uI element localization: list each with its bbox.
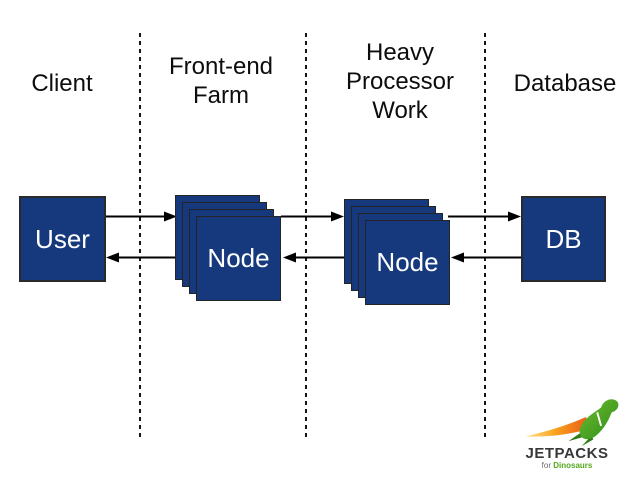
logo-subtitle: for Dinosaurs [503,461,631,470]
jetpack-dinosaur-icon [525,399,619,447]
frontend-node-stack: Node [175,195,285,305]
logo-subtitle-prefix: for [541,461,551,470]
jetpacks-logo: JETPACKS for Dinosaurs [503,396,631,476]
logo-subtitle-brand: Dinosaurs [553,461,593,470]
worker-node-stack: Node [344,199,454,309]
db-box: DB [521,196,606,282]
column-header-database: Database [513,70,617,97]
db-box-label: DB [545,223,582,254]
frontend-node-label: Node [207,243,270,273]
arrow-db-to-worker [451,252,521,263]
column-header-heavy-processor-work: Heavy Processor Work [345,39,455,124]
arrow-user-to-frontend [106,211,177,222]
column-separator-1 [139,33,141,441]
user-box-label: User [35,223,90,254]
column-separator-3 [484,33,486,441]
user-box: User [19,196,106,282]
worker-node-label: Node [376,247,439,277]
frontend-node-box: Node [196,216,281,301]
column-header-frontend-farm: Front-end Farm [168,53,274,109]
column-separator-2 [305,33,307,441]
column-header-client: Client [31,70,93,97]
arrow-frontend-to-worker [281,211,344,222]
worker-node-box: Node [365,220,450,305]
logo-title: JETPACKS [525,445,609,462]
arrow-worker-to-db [448,211,521,222]
